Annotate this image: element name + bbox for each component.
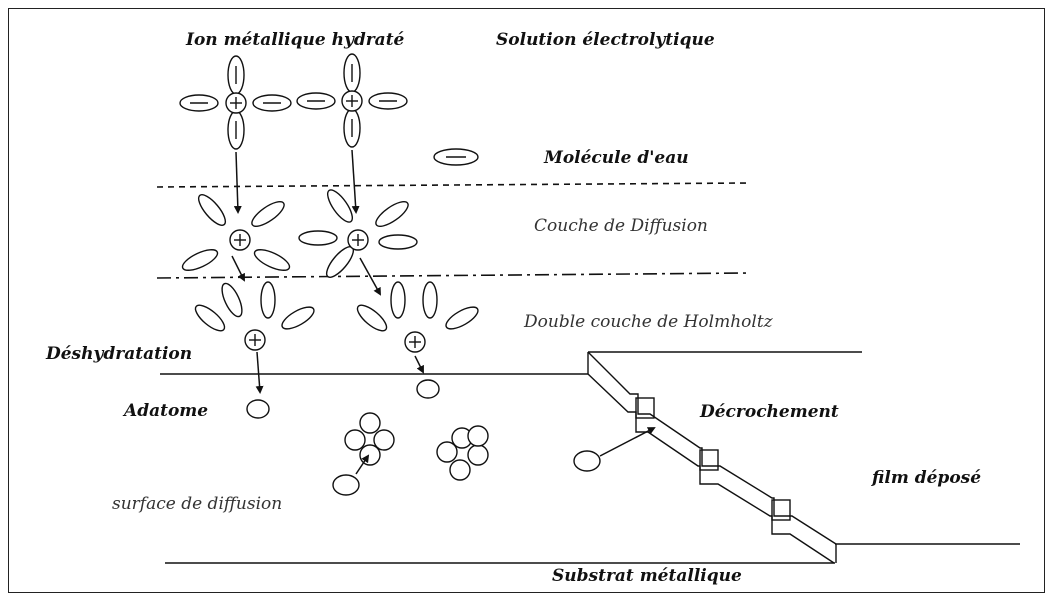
label-water-molecule: Molécule d'eau [544, 148, 689, 168]
process-arrows [231, 149, 656, 475]
atom-cluster-2 [436, 425, 489, 481]
water-molecule-symbol [433, 148, 479, 166]
helmholtz-ion-2 [356, 281, 479, 353]
diffusion-ion-1 [181, 194, 291, 271]
atom-cluster-1 [344, 412, 395, 466]
helmholtz-layer-boundary [156, 272, 749, 279]
label-dehydration: Déshydratation [46, 344, 193, 364]
label-solution: Solution électrolytique [496, 30, 715, 50]
label-hydrated-ion: Ion métallique hydraté [186, 30, 405, 50]
helmholtz-ion-1 [194, 281, 315, 351]
label-step: Décrochement [700, 402, 839, 422]
hydrated-ion-2 [296, 53, 408, 148]
label-substrate: Substrat métallique [552, 566, 742, 586]
label-helmholtz-layer: Double couche de Holmholtz [524, 312, 773, 332]
adatoms [246, 379, 601, 496]
diffusion-layer-boundary [156, 182, 749, 188]
diffusion-ion-2 [298, 189, 418, 278]
hydrated-ion-1 [179, 55, 292, 150]
label-deposited-film: film déposé [872, 468, 982, 488]
label-adatom: Adatome [124, 401, 209, 421]
label-diffusion-layer: Couche de Diffusion [534, 216, 708, 236]
step-staircase [587, 351, 837, 564]
label-surface-diffusion: surface de diffusion [112, 494, 283, 514]
